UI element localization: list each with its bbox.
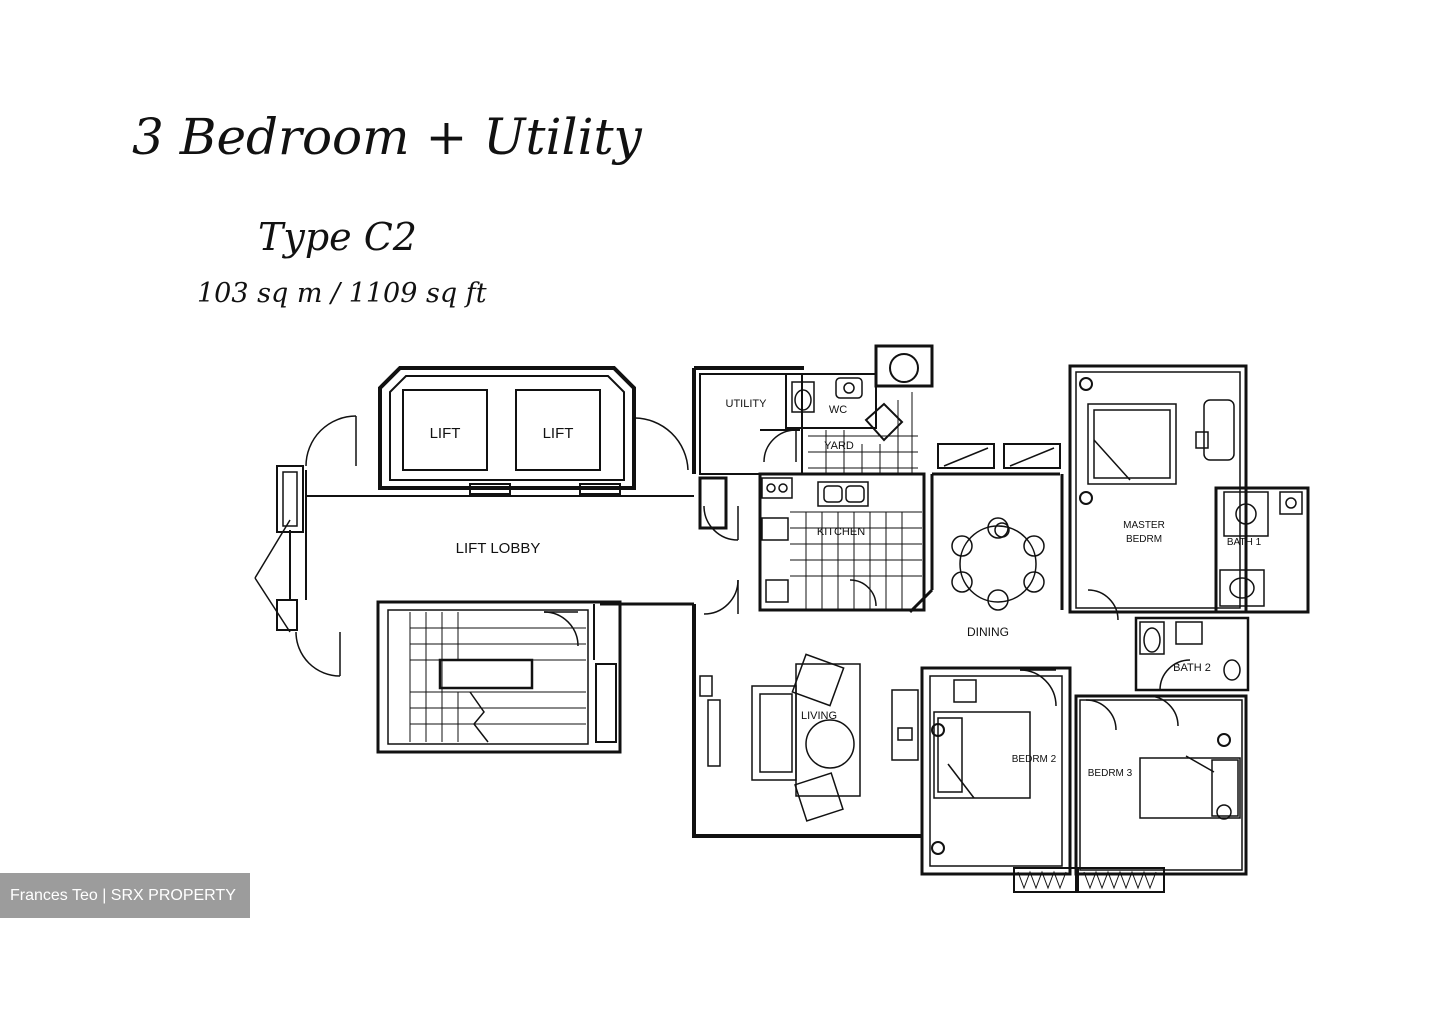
bath-2-label: BATH 2 [1173,662,1211,674]
unit-area: 103 sq m / 1109 sq ft [197,278,487,309]
staircase [376,600,622,754]
bedroom-3-label: BEDRM 3 [1088,768,1133,779]
room-labels: LIFT LIFT LIFT LOBBY UTILITY WC YARD KIT… [430,398,1262,779]
unit-walls [692,344,1310,893]
lift-label-2: LIFT [543,425,574,442]
utility-label: UTILITY [726,398,768,410]
watermark-badge: Frances Teo | SRX PROPERTY [0,873,250,918]
lift-shaft-1 [402,389,488,471]
fixtures [699,377,1303,855]
master-bedroom-label-2: BEDRM [1126,534,1162,545]
living-label: LIVING [801,710,837,722]
lift-shaft-2 [515,389,601,471]
dining-label: DINING [967,625,1009,639]
master-bedroom-label-1: MASTER [1123,520,1165,531]
yard-label: YARD [824,440,854,452]
lift-label-1: LIFT [430,425,461,442]
wc-label: WC [829,404,847,416]
lift-core [378,366,636,495]
interior-doors [703,429,1191,731]
kitchen-label: KITCHEN [817,526,865,538]
unit-type: Type C2 [258,215,417,259]
lift-lobby [254,415,694,677]
lift-lobby-label: LIFT LOBBY [456,540,541,557]
wall-segments [698,474,1134,614]
plan-title: 3 Bedroom + Utility [132,108,642,166]
bedroom-2-label: BEDRM 2 [1012,754,1057,765]
bath-1-label: BATH 1 [1227,537,1262,548]
